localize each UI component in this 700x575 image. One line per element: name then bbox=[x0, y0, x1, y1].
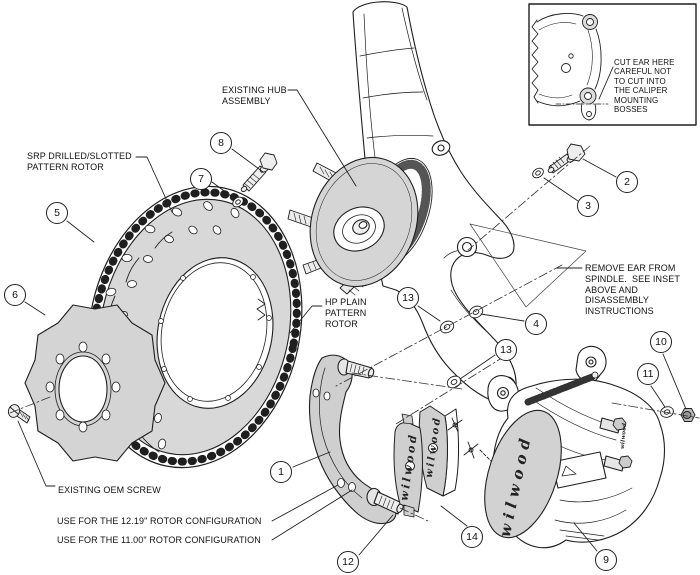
label-config-1100: USE FOR THE 11.00" ROTOR CONFIGURATION bbox=[57, 535, 261, 545]
leader-lines bbox=[17, 66, 687, 556]
callout-1: 1 bbox=[270, 461, 292, 483]
callout-4: 4 bbox=[525, 313, 547, 335]
inset-box bbox=[528, 3, 697, 126]
callout-14: 14 bbox=[461, 526, 483, 548]
callout-10: 10 bbox=[650, 331, 672, 353]
mounting-bracket bbox=[309, 354, 404, 525]
label-existing-oem-screw: EXISTING OEM SCREW bbox=[58, 485, 161, 495]
label-srp-rotor: SRP DRILLED/SLOTTED PATTERN ROTOR bbox=[27, 151, 132, 172]
brake-pads bbox=[393, 405, 499, 518]
steering-knuckle bbox=[352, 1, 587, 404]
assembly-axes bbox=[9, 145, 700, 522]
washer-11 bbox=[660, 406, 674, 418]
bolt-2 bbox=[547, 143, 586, 174]
callout-6: 6 bbox=[4, 284, 26, 306]
label-config-1219: USE FOR THE 12.19" ROTOR CONFIGURATION bbox=[57, 516, 262, 526]
inset-note: CUT EAR HERE CAREFUL NOT TO CUT INTO THE… bbox=[614, 58, 675, 115]
callout-8: 8 bbox=[210, 132, 232, 154]
callout-13a: 13 bbox=[397, 287, 419, 309]
oem-screw bbox=[7, 404, 31, 424]
callout-2: 2 bbox=[616, 171, 638, 193]
callout-7: 7 bbox=[190, 168, 212, 190]
hub-assembly bbox=[287, 156, 419, 296]
callout-5: 5 bbox=[46, 202, 68, 224]
rotor-adapter bbox=[24, 304, 166, 462]
brake-caliper bbox=[484, 345, 666, 549]
label-remove-ear: REMOVE EAR FROM SPINDLE. SEE INSET ABOVE… bbox=[585, 263, 680, 317]
washer-13a bbox=[439, 320, 455, 334]
caliper-body-logo-text: wilwood bbox=[620, 423, 628, 450]
washer-3 bbox=[532, 167, 544, 179]
callout-12: 12 bbox=[337, 551, 359, 573]
bolt-8 bbox=[240, 152, 278, 193]
label-hp-rotor: HP PLAIN PATTERN ROTOR bbox=[325, 297, 367, 329]
label-existing-hub: EXISTING HUB ASSEMBLY bbox=[222, 85, 287, 106]
callout-9: 9 bbox=[595, 549, 617, 571]
callout-11: 11 bbox=[637, 363, 659, 385]
callout-13b: 13 bbox=[495, 339, 517, 361]
washer-7 bbox=[232, 196, 244, 208]
callout-3: 3 bbox=[577, 195, 599, 217]
